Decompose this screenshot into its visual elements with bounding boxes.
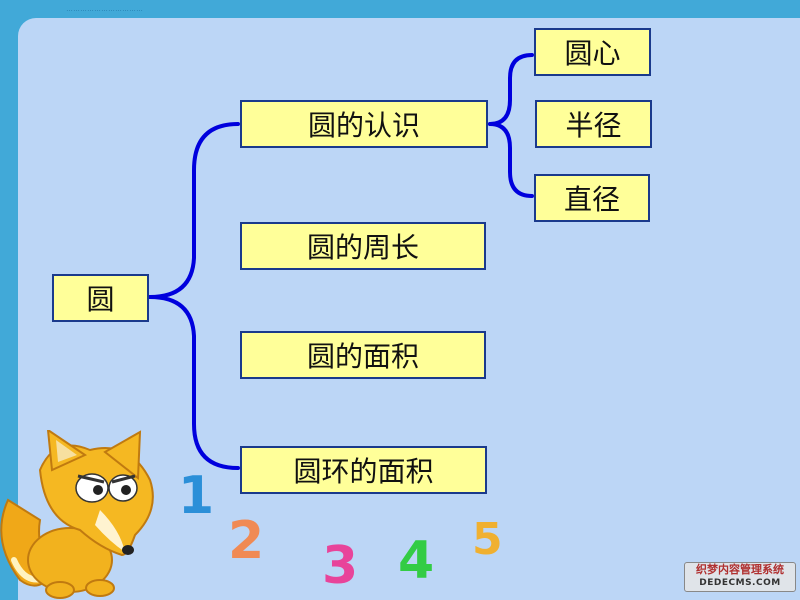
brace-sub-top: [488, 53, 534, 126]
watermark-line1: 织梦内容管理系统: [696, 563, 784, 576]
decor-number-2: 2: [228, 511, 265, 571]
topic-node-recognition: 圆的认识: [240, 100, 488, 148]
watermark-line2: DEDECMS.COM: [699, 578, 781, 588]
topic-node-circumference: 圆的周长: [240, 222, 486, 270]
header-text: ……………………………: [66, 6, 143, 13]
brace-sub-bottom: [488, 122, 534, 198]
decor-number-5: 5: [472, 514, 503, 565]
subtopic-node-center: 圆心: [534, 28, 651, 76]
subtopic-node-radius: 半径: [535, 100, 652, 148]
topic-node-area: 圆的面积: [240, 331, 486, 379]
topic-node-ring-area: 圆环的面积: [240, 446, 487, 494]
root-node: 圆: [52, 274, 149, 322]
brace-main-lower: [148, 295, 240, 470]
fox-mascot-illustration: [0, 430, 154, 599]
brace-main: [148, 122, 240, 299]
watermark-logo: 织梦内容管理系统 DEDECMS.COM: [684, 562, 796, 592]
decor-number-3: 3: [322, 536, 359, 596]
decor-number-4: 4: [398, 531, 435, 591]
decor-number-1: 1: [178, 466, 215, 526]
subtopic-node-diameter: 直径: [534, 174, 650, 222]
